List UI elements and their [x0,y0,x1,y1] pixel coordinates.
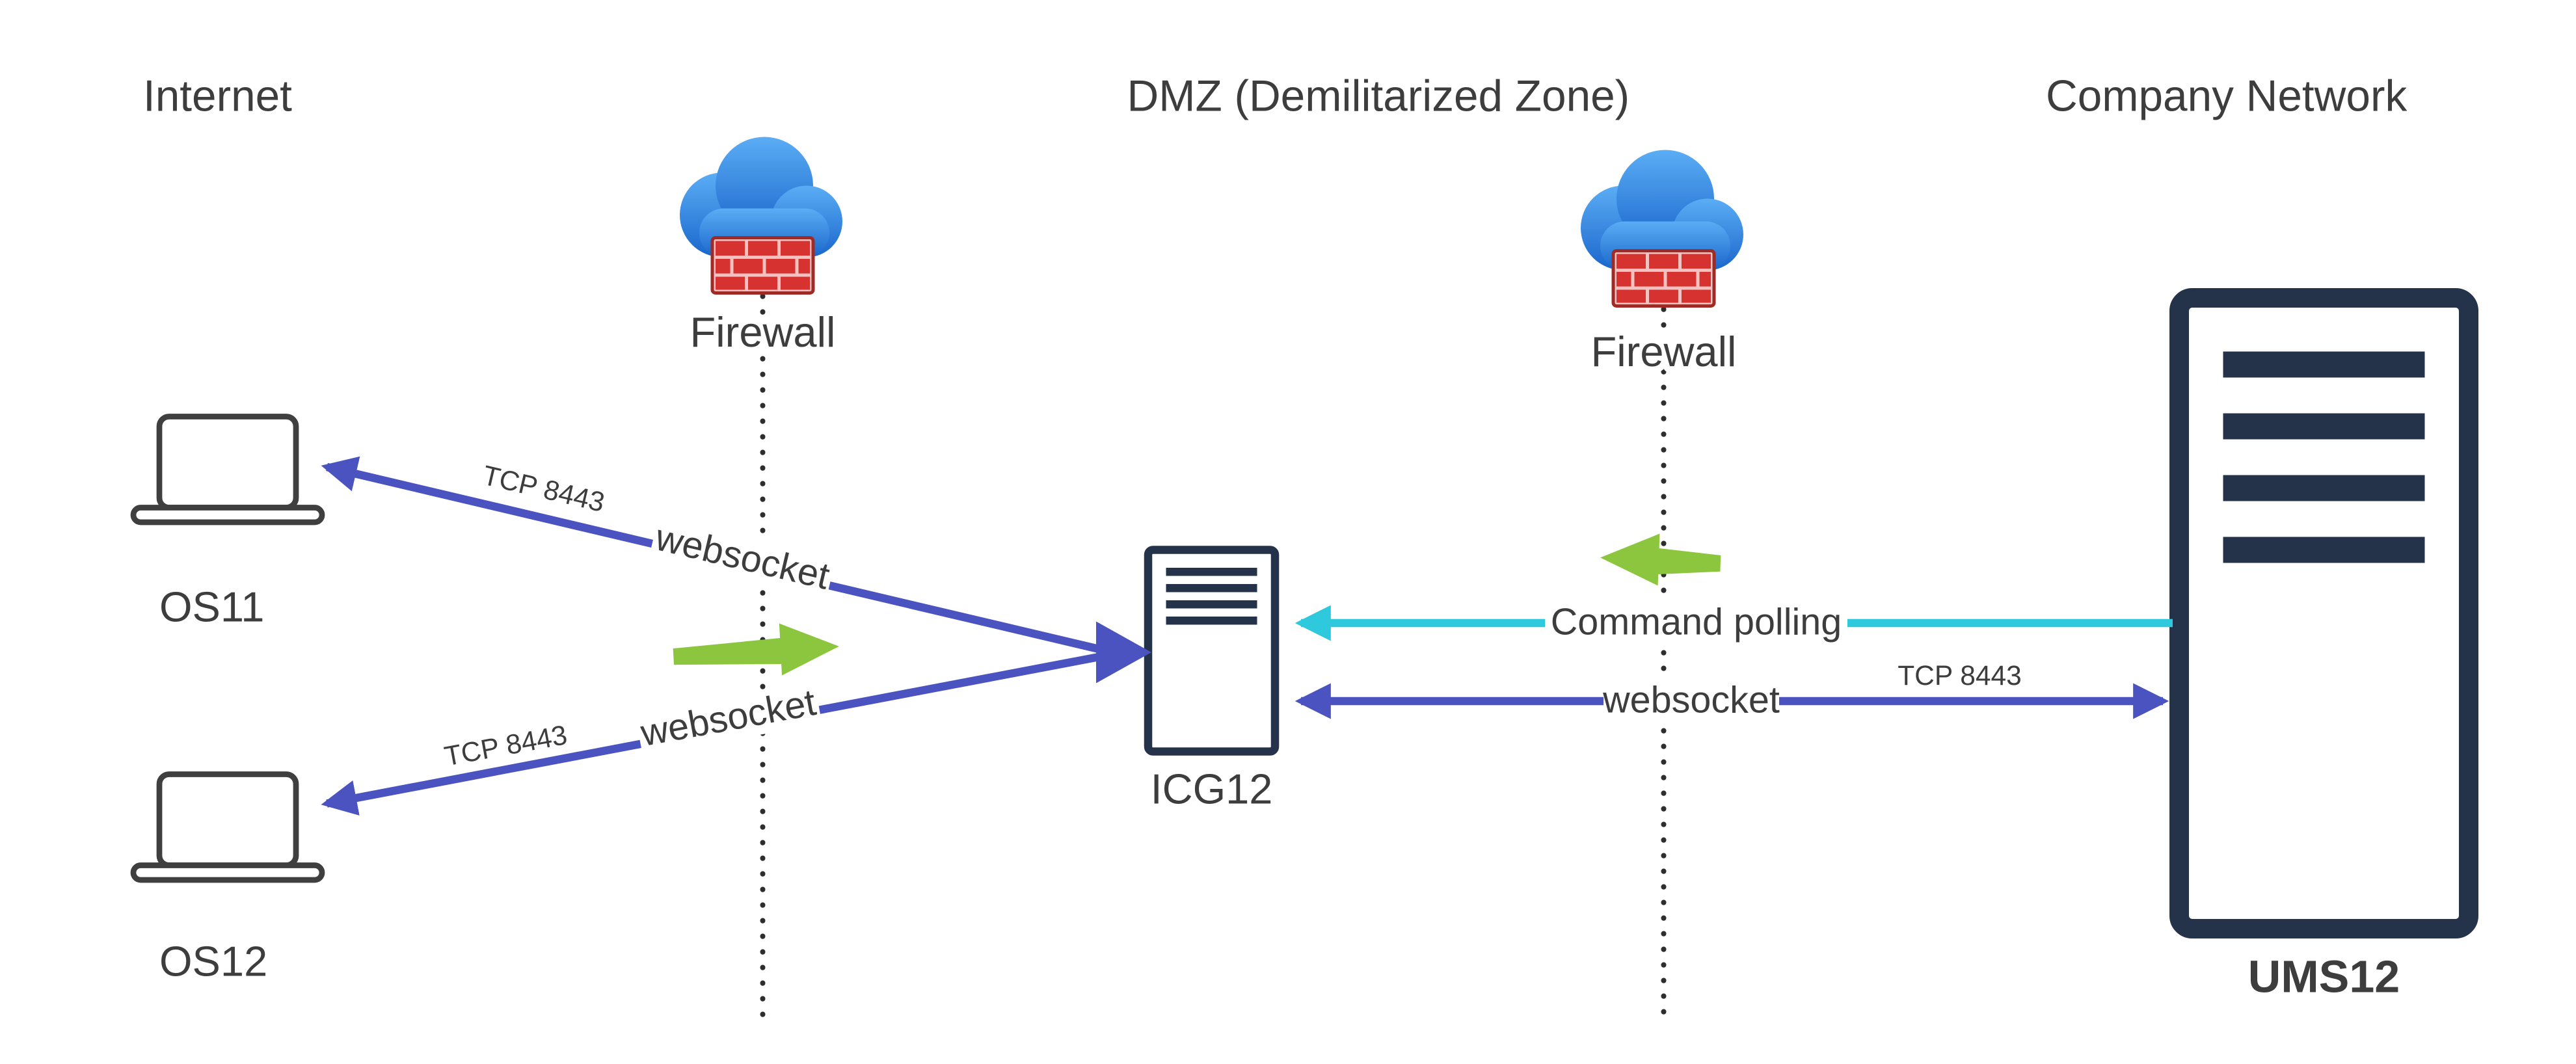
server-icon [1144,546,1280,756]
firewall-2: Firewall [1581,150,1743,1024]
icg12-label: ICG12 [1151,765,1273,813]
zone-label-dmz: DMZ (Demilitarized Zone) [1127,72,1630,121]
link-icg-os12: TCP 8443 websocket [321,651,1107,816]
laptop-icon [130,771,325,883]
firewall-brick-icon [710,236,815,295]
green-arrow-left-icon [1600,533,1721,586]
svg-text:websocket: websocket [637,682,819,754]
os11-label: OS11 [159,583,264,631]
server-icon [2169,288,2478,938]
ums-protocol-label: TCP 8443 [1898,661,2022,691]
os12-label: OS12 [159,938,267,985]
ums12-label: UMS12 [2248,951,2400,1002]
os12-websocket-label: websocket [634,680,822,756]
firewall-1-label: Firewall [690,308,836,356]
green-arrow-right-icon [673,623,839,676]
firewall-2-label: Firewall [1591,328,1737,375]
laptop-os11: OS11 [130,414,325,631]
ums-websocket-label: websocket [1602,680,1780,721]
os11-websocket-label: websocket [649,515,837,600]
laptop-icon [130,414,325,525]
zone-label-company-network: Company Network [2046,72,2407,121]
icg12-inbound-arrowhead-icon [1096,621,1151,684]
command-polling-label: Command polling [1551,602,1842,643]
svg-text:websocket: websocket [651,516,833,598]
link-ums-websocket: websocket TCP 8443 [1295,654,2169,723]
firewall-1: Firewall [680,137,842,1024]
firewall-brick-icon [1611,249,1716,308]
link-command-polling: Command polling [1295,600,2173,646]
link-icg-os11: TCP 8443 websocket [321,454,1107,655]
server-ums12: UMS12 [2169,288,2478,1002]
laptop-os12: OS12 [130,771,325,985]
zone-label-internet: Internet [143,72,292,121]
server-icg12: ICG12 [1144,546,1280,813]
